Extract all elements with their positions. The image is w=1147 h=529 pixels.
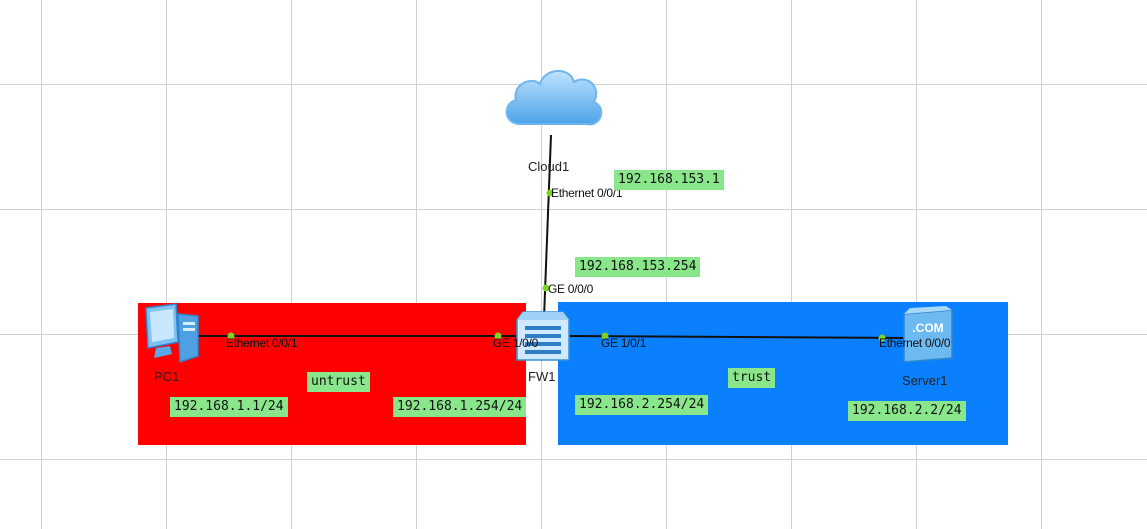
ip-label-pc: 192.168.1.1/24	[170, 397, 288, 417]
link-fw-server[interactable]	[567, 335, 906, 339]
port-label-server: Ethernet 0/0/0	[879, 336, 951, 350]
ip-label-server: 192.168.2.2/24	[848, 401, 966, 421]
ip-label-cloud: 192.168.153.1	[614, 170, 724, 190]
port-label-fw-left: GE 1/0/0	[493, 336, 538, 350]
cloud-icon	[505, 70, 603, 126]
port-dot-pc	[227, 332, 235, 340]
port-label-cloud: Ethernet 0/0/1	[551, 186, 623, 200]
server-badge: .COM	[912, 321, 943, 335]
ip-label-fw-up: 192.168.153.254	[575, 257, 701, 277]
pc-icon	[145, 303, 199, 364]
port-dot-cloud	[546, 189, 554, 197]
cloud-name: Cloud1	[528, 159, 570, 174]
port-dot-fw-left	[494, 332, 502, 340]
port-dot-server	[878, 334, 886, 342]
server-icon: .COM	[903, 306, 953, 363]
port-label-fw-up: GE 0/0/0	[548, 282, 593, 296]
server-device[interactable]: .COM	[900, 306, 956, 371]
server-name: Server1	[902, 373, 948, 388]
firewall-name: FW1	[528, 369, 556, 384]
zone-label-trust: trust	[728, 368, 776, 388]
firewall-icon	[516, 311, 570, 361]
port-label-pc: Ethernet 0/0/1	[226, 336, 298, 350]
port-dot-fw-right	[601, 332, 609, 340]
zone-label-untrust: untrust	[307, 372, 370, 392]
port-label-fw-right: GE 1/0/1	[601, 336, 646, 350]
pc-name: PC1	[154, 369, 180, 384]
ip-label-fw-right: 192.168.2.254/24	[575, 395, 709, 415]
firewall-device[interactable]	[515, 310, 571, 367]
ip-label-fw-left: 192.168.1.254/24	[393, 397, 527, 417]
port-dot-fw-up	[542, 284, 550, 292]
cloud-device[interactable]	[500, 62, 606, 143]
pc-device[interactable]	[136, 302, 202, 375]
